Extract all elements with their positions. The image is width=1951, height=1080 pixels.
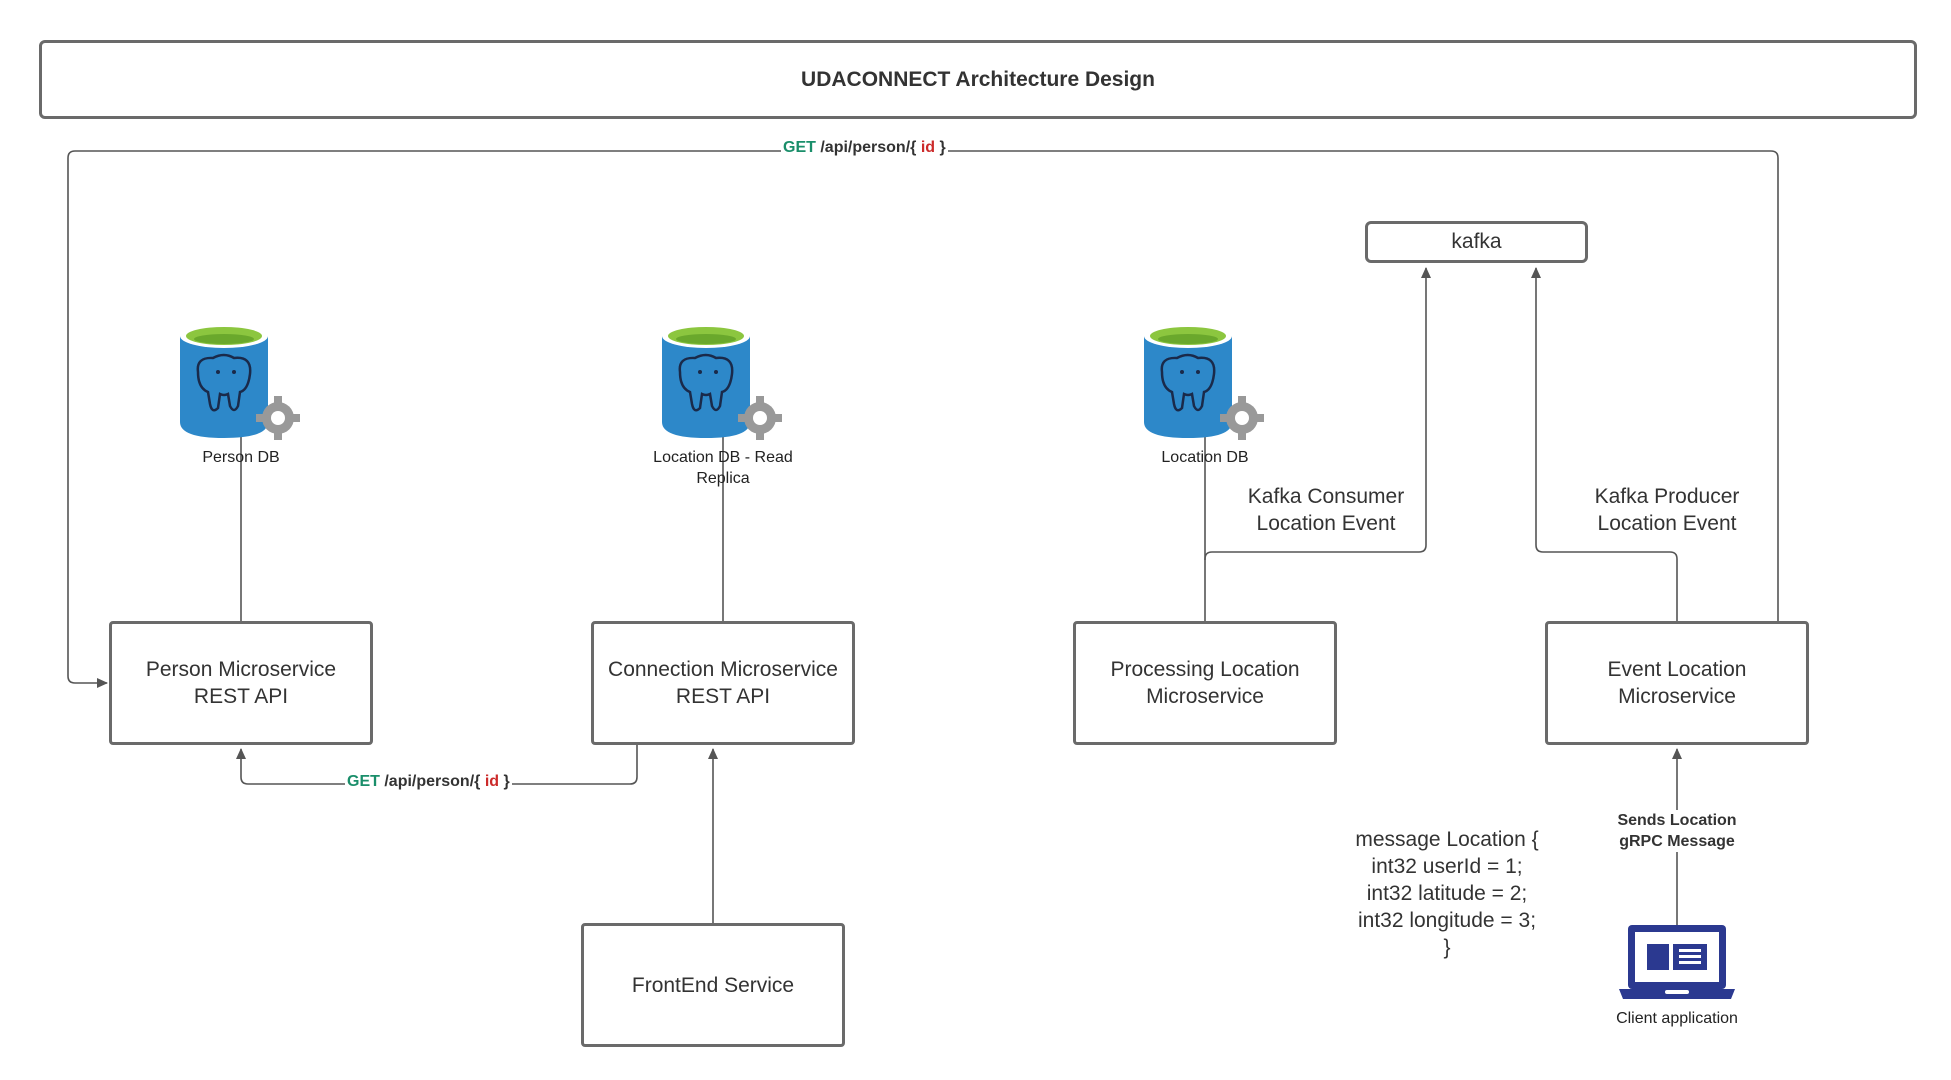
edge-label-top-get: GET /api/person/{ id }: [781, 139, 948, 157]
person-db-label: Person DB: [202, 449, 280, 466]
edge-event-kafka: [1531, 267, 1678, 621]
postgres-database-icon: [662, 324, 782, 440]
endpoint-path: /api/person/{: [820, 139, 917, 156]
grpc-line2: gRPC Message: [1619, 833, 1735, 850]
location-db-label: Location DB: [1161, 449, 1249, 466]
edge-label-bottom-get: GET /api/person/{ id }: [345, 773, 512, 791]
kafka-consumer-line1: Kafka Consumer: [1247, 485, 1405, 508]
postgres-database-icon: [180, 324, 300, 440]
proto-message-definition: message Location { int32 userId = 1; int…: [1322, 826, 1572, 961]
diagram-title: UDACONNECT Architecture Design: [39, 40, 1917, 119]
path-param: id: [920, 139, 936, 156]
endpoint-close: }: [939, 139, 946, 156]
processing-service-line1: Processing Location: [1110, 658, 1300, 681]
location-read-replica-label: Location DB - Read Replica: [653, 449, 793, 487]
proto-line-5: }: [1443, 936, 1451, 959]
proto-line-2: int32 userId = 1;: [1371, 855, 1523, 878]
http-verb: GET: [783, 139, 816, 156]
proto-line-1: message Location {: [1355, 828, 1539, 851]
connection-service-line2: REST API: [675, 685, 771, 708]
grpc-line1: Sends Location: [1617, 812, 1737, 829]
postgres-database-icon: [1144, 324, 1264, 440]
kafka-consumer-label: Kafka Consumer Location Event: [1226, 483, 1426, 537]
event-location-microservice-node: Event Location Microservice: [1545, 621, 1809, 745]
http-verb: GET: [347, 773, 380, 790]
person-microservice-node: Person Microservice REST API: [109, 621, 373, 745]
edge-processing-kafka: [1204, 267, 1431, 560]
frontend-service-label: FrontEnd Service: [631, 973, 795, 997]
person-service-line1: Person Microservice: [145, 658, 337, 681]
edge-event-to-person: [67, 150, 1779, 688]
person-service-line2: REST API: [193, 685, 289, 708]
event-service-line2: Microservice: [1618, 685, 1736, 708]
kafka-consumer-line2: Location Event: [1256, 512, 1396, 535]
endpoint-path: /api/person/{: [384, 773, 481, 790]
event-service-line1: Event Location: [1607, 658, 1747, 681]
connection-service-line1: Connection Microservice: [608, 658, 838, 681]
kafka-producer-line1: Kafka Producer: [1594, 485, 1740, 508]
endpoint-close: }: [503, 773, 510, 790]
proto-line-4: int32 longitude = 3;: [1357, 909, 1537, 932]
grpc-edge-label: Sends Location gRPC Message: [1597, 810, 1757, 852]
path-param: id: [484, 773, 500, 790]
kafka-producer-line2: Location Event: [1597, 512, 1737, 535]
laptop-icon: [1619, 925, 1735, 999]
kafka-producer-label: Kafka Producer Location Event: [1567, 483, 1767, 537]
client-application-label: Client application: [1616, 1010, 1738, 1027]
kafka-node: kafka: [1365, 221, 1588, 263]
processing-service-line2: Microservice: [1146, 685, 1264, 708]
proto-line-3: int32 latitude = 2;: [1366, 882, 1528, 905]
processing-location-microservice-node: Processing Location Microservice: [1073, 621, 1337, 745]
frontend-service-node: FrontEnd Service: [581, 923, 845, 1047]
connection-microservice-node: Connection Microservice REST API: [591, 621, 855, 745]
